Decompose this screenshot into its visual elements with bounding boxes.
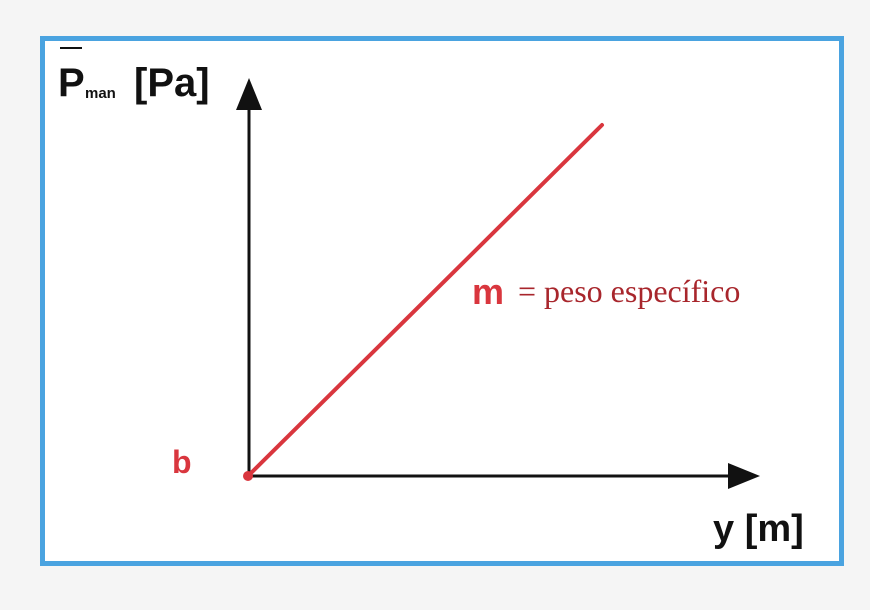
y-axis-unit: [Pa]	[134, 61, 210, 105]
x-axis-arrowhead	[728, 463, 760, 489]
slope-description: peso específico	[544, 273, 740, 309]
y-axis-symbol: P	[58, 61, 85, 105]
x-axis-label: y [m]	[713, 508, 804, 550]
y-axis-subscript: man	[85, 85, 116, 102]
intercept-label: b	[172, 444, 192, 480]
diagram-frame	[40, 36, 844, 566]
linear-relation-line	[246, 123, 604, 478]
slope-equals: =	[518, 273, 536, 309]
intercept-point	[243, 471, 253, 481]
y-axis-arrowhead	[236, 78, 262, 110]
slope-symbol: m	[472, 271, 504, 312]
